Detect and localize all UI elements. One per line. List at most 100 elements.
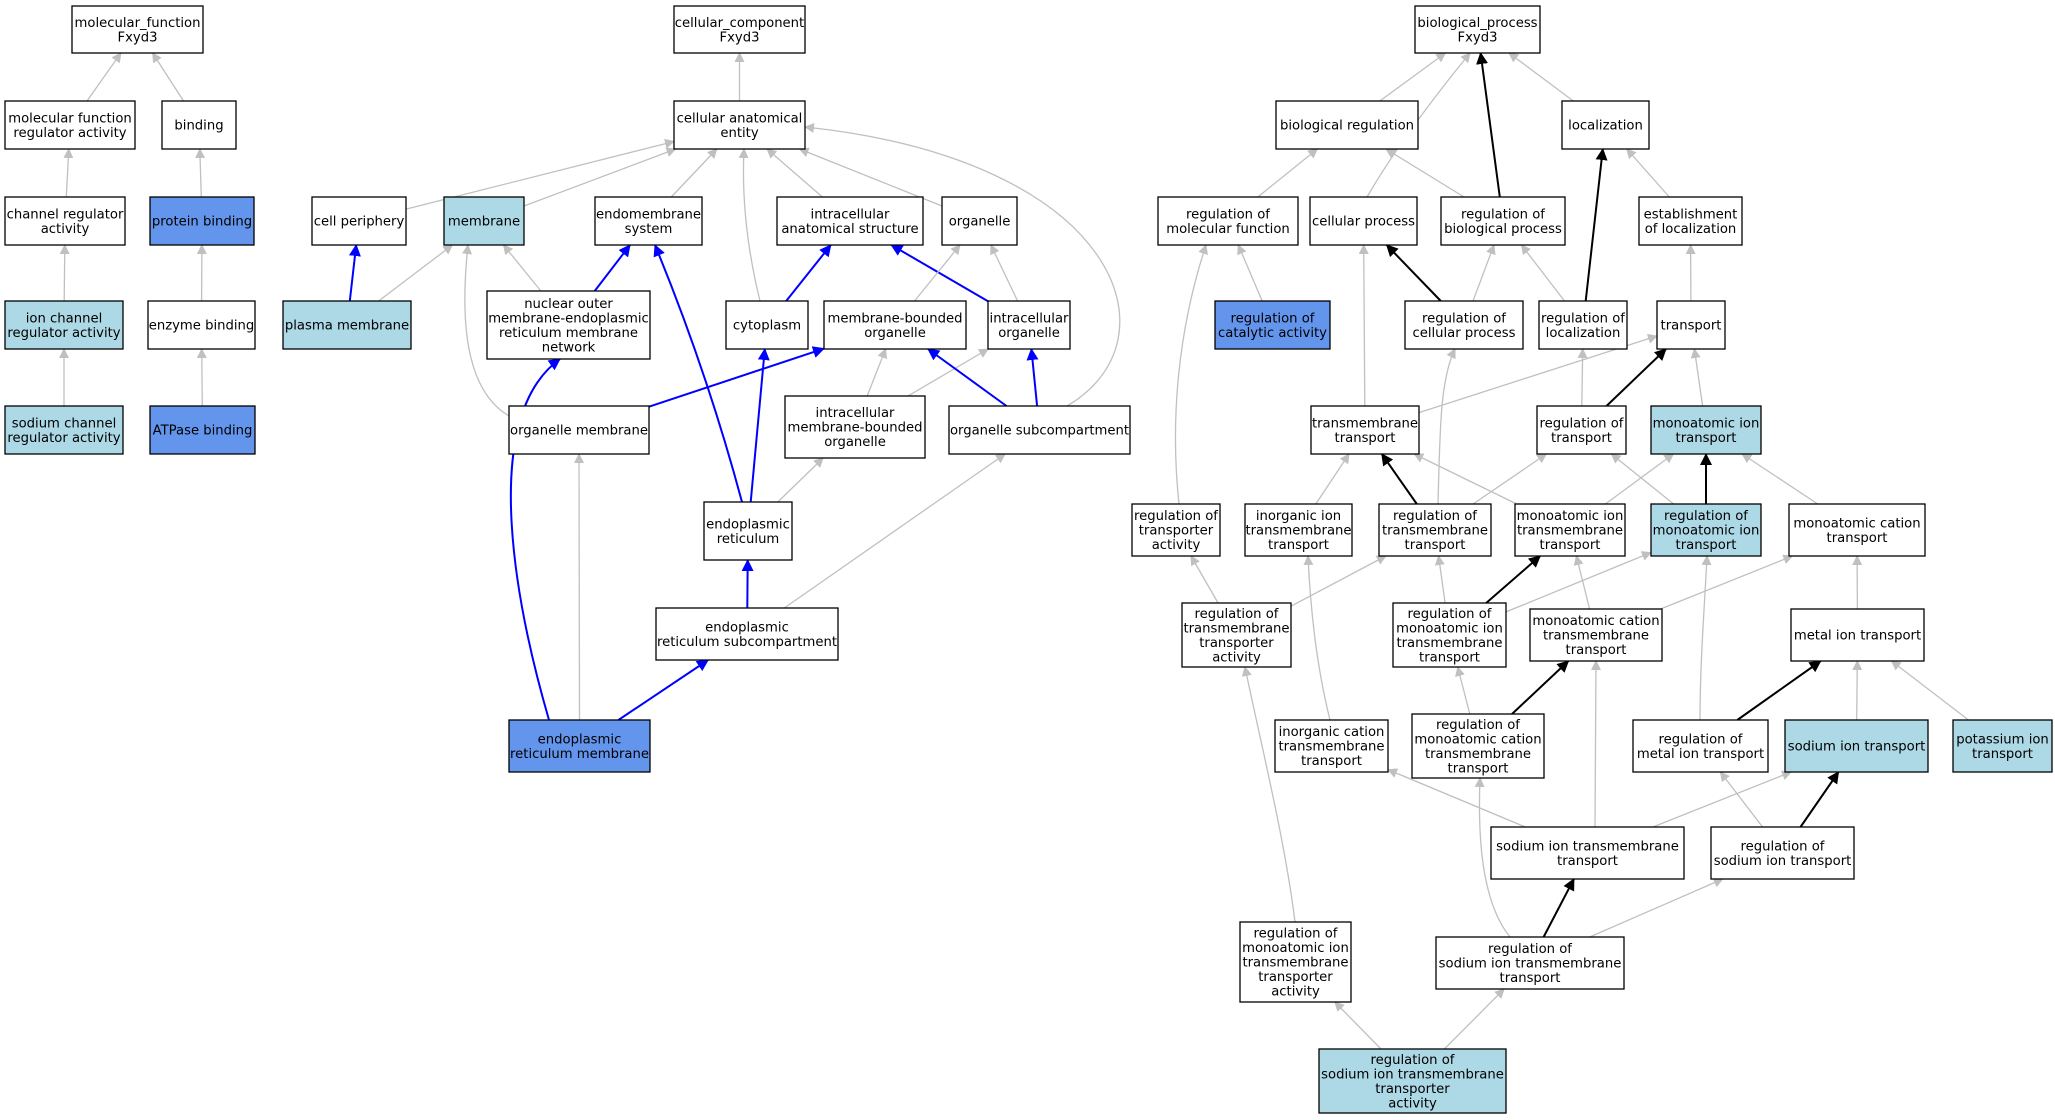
node-transport[interactable]: transport xyxy=(1656,300,1726,350)
node-sodium-ion-transport[interactable]: sodium ion transport xyxy=(1784,719,1929,773)
node-localization[interactable]: localization xyxy=(1561,100,1650,150)
node-reg-tm-transporter-act[interactable]: regulation oftransmembranetransporteract… xyxy=(1181,602,1292,668)
node-box xyxy=(1538,300,1628,350)
node-cell-periphery[interactable]: cell periphery xyxy=(311,196,407,246)
node-box xyxy=(147,300,256,350)
node-label-line: regulator activity xyxy=(7,431,120,446)
node-label-line: transmembrane xyxy=(1183,621,1289,636)
node-bio-reg[interactable]: biological regulation xyxy=(1275,100,1419,150)
node-label-line: regulation of xyxy=(1186,207,1270,222)
node-label-line: regulation of xyxy=(1741,839,1825,854)
node-org-subcomp[interactable]: organelle subcompartment xyxy=(948,405,1131,455)
node-label-line: organelle xyxy=(824,435,886,450)
node-label-line: monoatomic cation xyxy=(1793,516,1920,531)
node-nuclear-outer[interactable]: nuclear outermembrane-endoplasmicreticul… xyxy=(486,290,651,360)
edge-er-to-endomembrane xyxy=(653,244,743,503)
node-box xyxy=(1157,196,1299,246)
node-box xyxy=(948,405,1131,455)
node-label-line: sodium ion transport xyxy=(1714,854,1852,869)
node-box xyxy=(1131,503,1221,557)
node-label-line: endoplasmic xyxy=(538,732,622,747)
node-membrane[interactable]: membrane xyxy=(443,196,525,246)
edge-estab_loc-to-localization xyxy=(1626,148,1670,198)
node-box xyxy=(1490,826,1685,880)
node-box xyxy=(1244,503,1353,557)
node-protein-binding[interactable]: protein binding xyxy=(149,196,255,246)
node-metal-ion-transport[interactable]: metal ion transport xyxy=(1790,608,1925,662)
node-label-line: regulation of xyxy=(1541,311,1625,326)
edge-reg_mono_ion_transport-to-reg_transport xyxy=(1610,453,1675,505)
edge-org_subcomp-to-mbo xyxy=(927,348,1008,407)
node-org-membrane[interactable]: organelle membrane xyxy=(508,405,650,455)
node-box xyxy=(282,300,412,350)
node-label-line: sodium ion transmembrane xyxy=(1321,1067,1504,1082)
node-label-line: protein binding xyxy=(152,215,252,230)
node-label-line: regulation of xyxy=(1488,942,1572,957)
node-plasma-membrane[interactable]: plasma membrane xyxy=(282,300,412,350)
node-binding[interactable]: binding xyxy=(161,100,237,150)
node-enzyme-binding[interactable]: enzyme binding xyxy=(147,300,256,350)
node-label-line: transmembrane xyxy=(1382,524,1488,539)
edge-intra_org-to-ias xyxy=(890,244,989,303)
node-cellular-process[interactable]: cellular process xyxy=(1309,196,1418,246)
node-label-line: molecular function xyxy=(8,111,132,126)
node-label-line: transport xyxy=(1540,538,1601,553)
node-label-line: organelle xyxy=(949,215,1011,230)
node-cytoplasm[interactable]: cytoplasm xyxy=(725,300,809,350)
node-label-line: endoplasmic xyxy=(706,517,790,532)
node-organelle[interactable]: organelle xyxy=(941,196,1018,246)
edge-er_subcomp-to-org_subcomp xyxy=(783,453,1006,609)
node-label-line: membrane-bounded xyxy=(788,421,923,436)
edge-reg_mono_cation_tm-to-mono_cation_tm xyxy=(1511,660,1570,715)
node-box xyxy=(1650,405,1762,455)
node-label-line: organelle subcompartment xyxy=(950,424,1129,439)
node-label-line: organelle xyxy=(998,326,1060,341)
node-label-line: channel regulator xyxy=(7,207,124,222)
node-label-line: monoatomic cation xyxy=(1532,614,1659,629)
node-atpase-binding[interactable]: ATPase binding xyxy=(149,405,256,455)
